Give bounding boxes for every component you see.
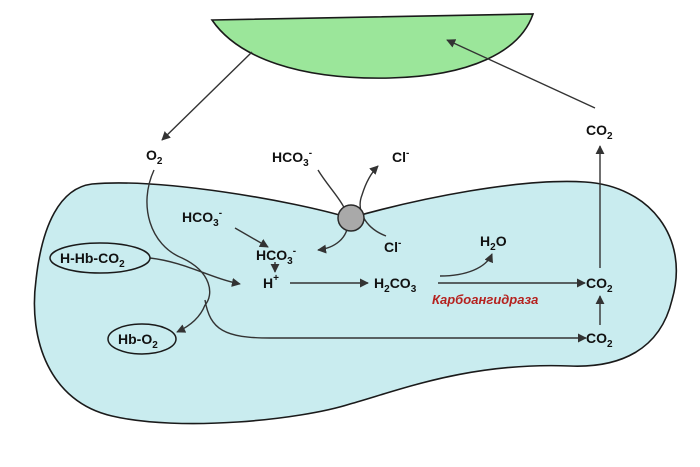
anion-exchanger <box>337 204 365 232</box>
label-h-plus: H+ <box>263 273 279 291</box>
label-co2-top: CO2 <box>586 122 613 142</box>
label-o2-top: O2 <box>146 147 163 167</box>
label-co2-bottom: CO2 <box>586 330 613 350</box>
label-carbonic-anhydrase: Карбоангидраза <box>432 292 538 307</box>
hb-o2-ellipse <box>107 323 177 355</box>
label-hco3-outside: HCO3- <box>272 148 312 169</box>
label-h2o: H2O <box>480 233 507 253</box>
label-h2co3: H2CO3 <box>374 275 417 295</box>
label-hb-o2: Hb-O2 <box>118 331 158 351</box>
alveolus <box>210 13 535 79</box>
label-co2-mid: CO2 <box>586 275 613 295</box>
label-hco3-inside: HCO3- <box>182 208 222 229</box>
label-cl-inside: Cl- <box>384 238 401 255</box>
red-blood-cell <box>33 180 678 425</box>
label-h-hb-co2: H-Hb-CO2 <box>60 250 125 270</box>
label-hco3-center: HCO3- <box>256 246 296 267</box>
h-hb-co2-ellipse <box>49 242 151 274</box>
reaction-arrows <box>146 39 605 343</box>
label-cl-outside: Cl- <box>392 148 409 165</box>
